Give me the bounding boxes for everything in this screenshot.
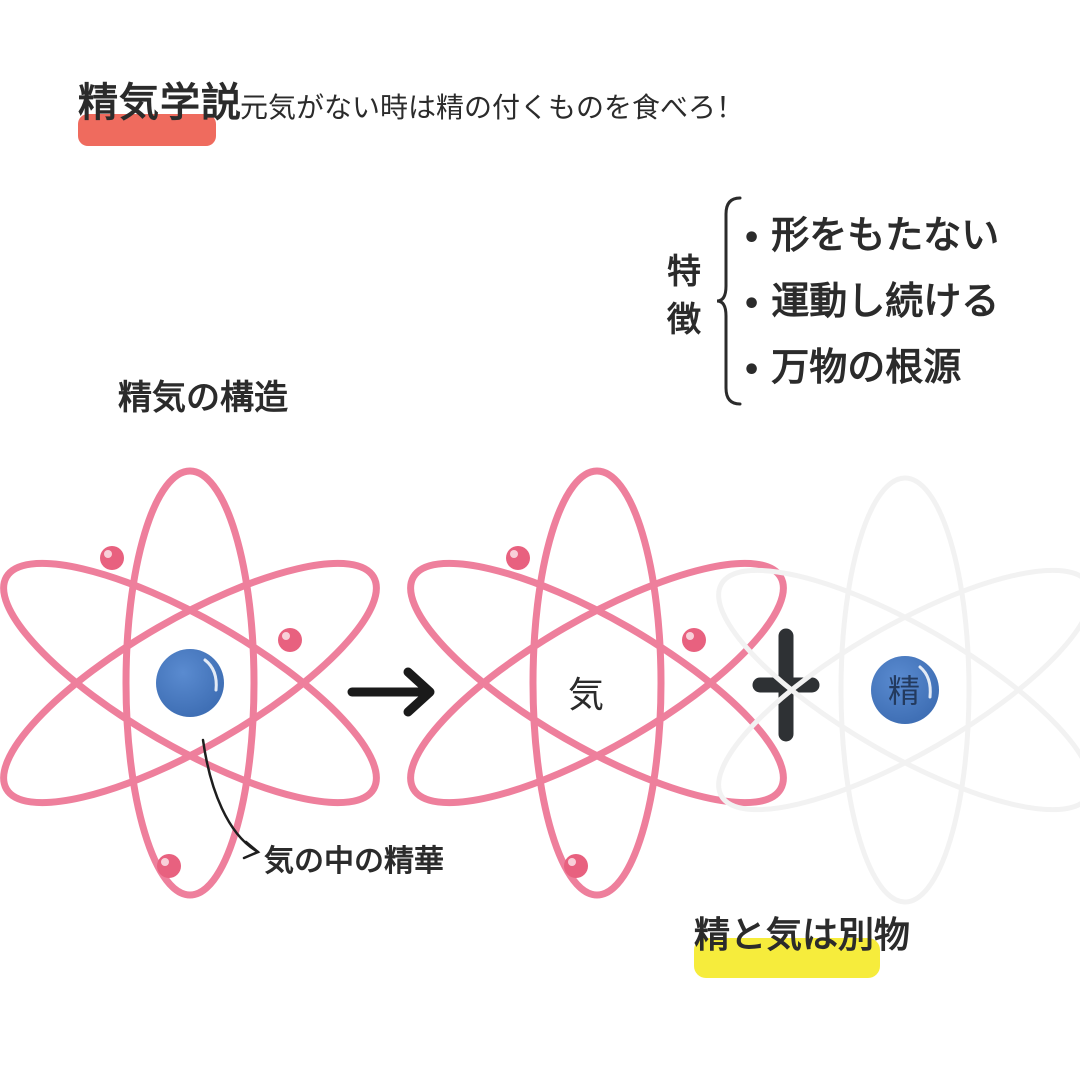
nucleus: [156, 649, 224, 717]
feature-item: • 形をもたない: [742, 204, 999, 270]
title-block: 精気学説: [78, 70, 242, 146]
title-highlight: [78, 114, 216, 146]
feature-item: • 万物の根源: [742, 336, 999, 402]
structure-title: 精気の構造: [118, 378, 288, 418]
conclusion-label: 精と気は別物: [694, 915, 911, 956]
features-list: • 形をもたない • 運動し続ける • 万物の根源: [742, 204, 999, 402]
atom-icon: [716, 475, 1080, 905]
feature-text: 万物の根源: [771, 345, 962, 389]
nucleus-annotation: 気の中の精華: [264, 844, 444, 879]
conclusion-block: 精と気は別物: [694, 906, 911, 978]
atom-icon: [0, 467, 380, 899]
curved-arrow-icon: [201, 738, 261, 860]
feature-item: • 運動し続ける: [742, 270, 999, 336]
conclusion-highlight: [694, 938, 880, 978]
feature-text: 形をもたない: [771, 213, 1000, 257]
bullet-icon: •: [742, 221, 762, 256]
bullet-icon: •: [742, 287, 762, 322]
nucleus: [871, 656, 939, 724]
brace-icon: [716, 196, 742, 406]
atom-icon: [407, 467, 787, 899]
page-title: 精気学説: [78, 80, 242, 126]
sei-label: 精: [887, 672, 920, 710]
feature-text: 運動し続ける: [771, 279, 1000, 323]
bullet-icon: •: [742, 353, 762, 388]
page-subtitle: 元気がない時は精の付くものを食べろ！: [240, 91, 745, 124]
features-label: 特徴: [667, 252, 701, 340]
arrow-right-icon: [347, 667, 435, 717]
ki-label: 気: [568, 675, 605, 716]
